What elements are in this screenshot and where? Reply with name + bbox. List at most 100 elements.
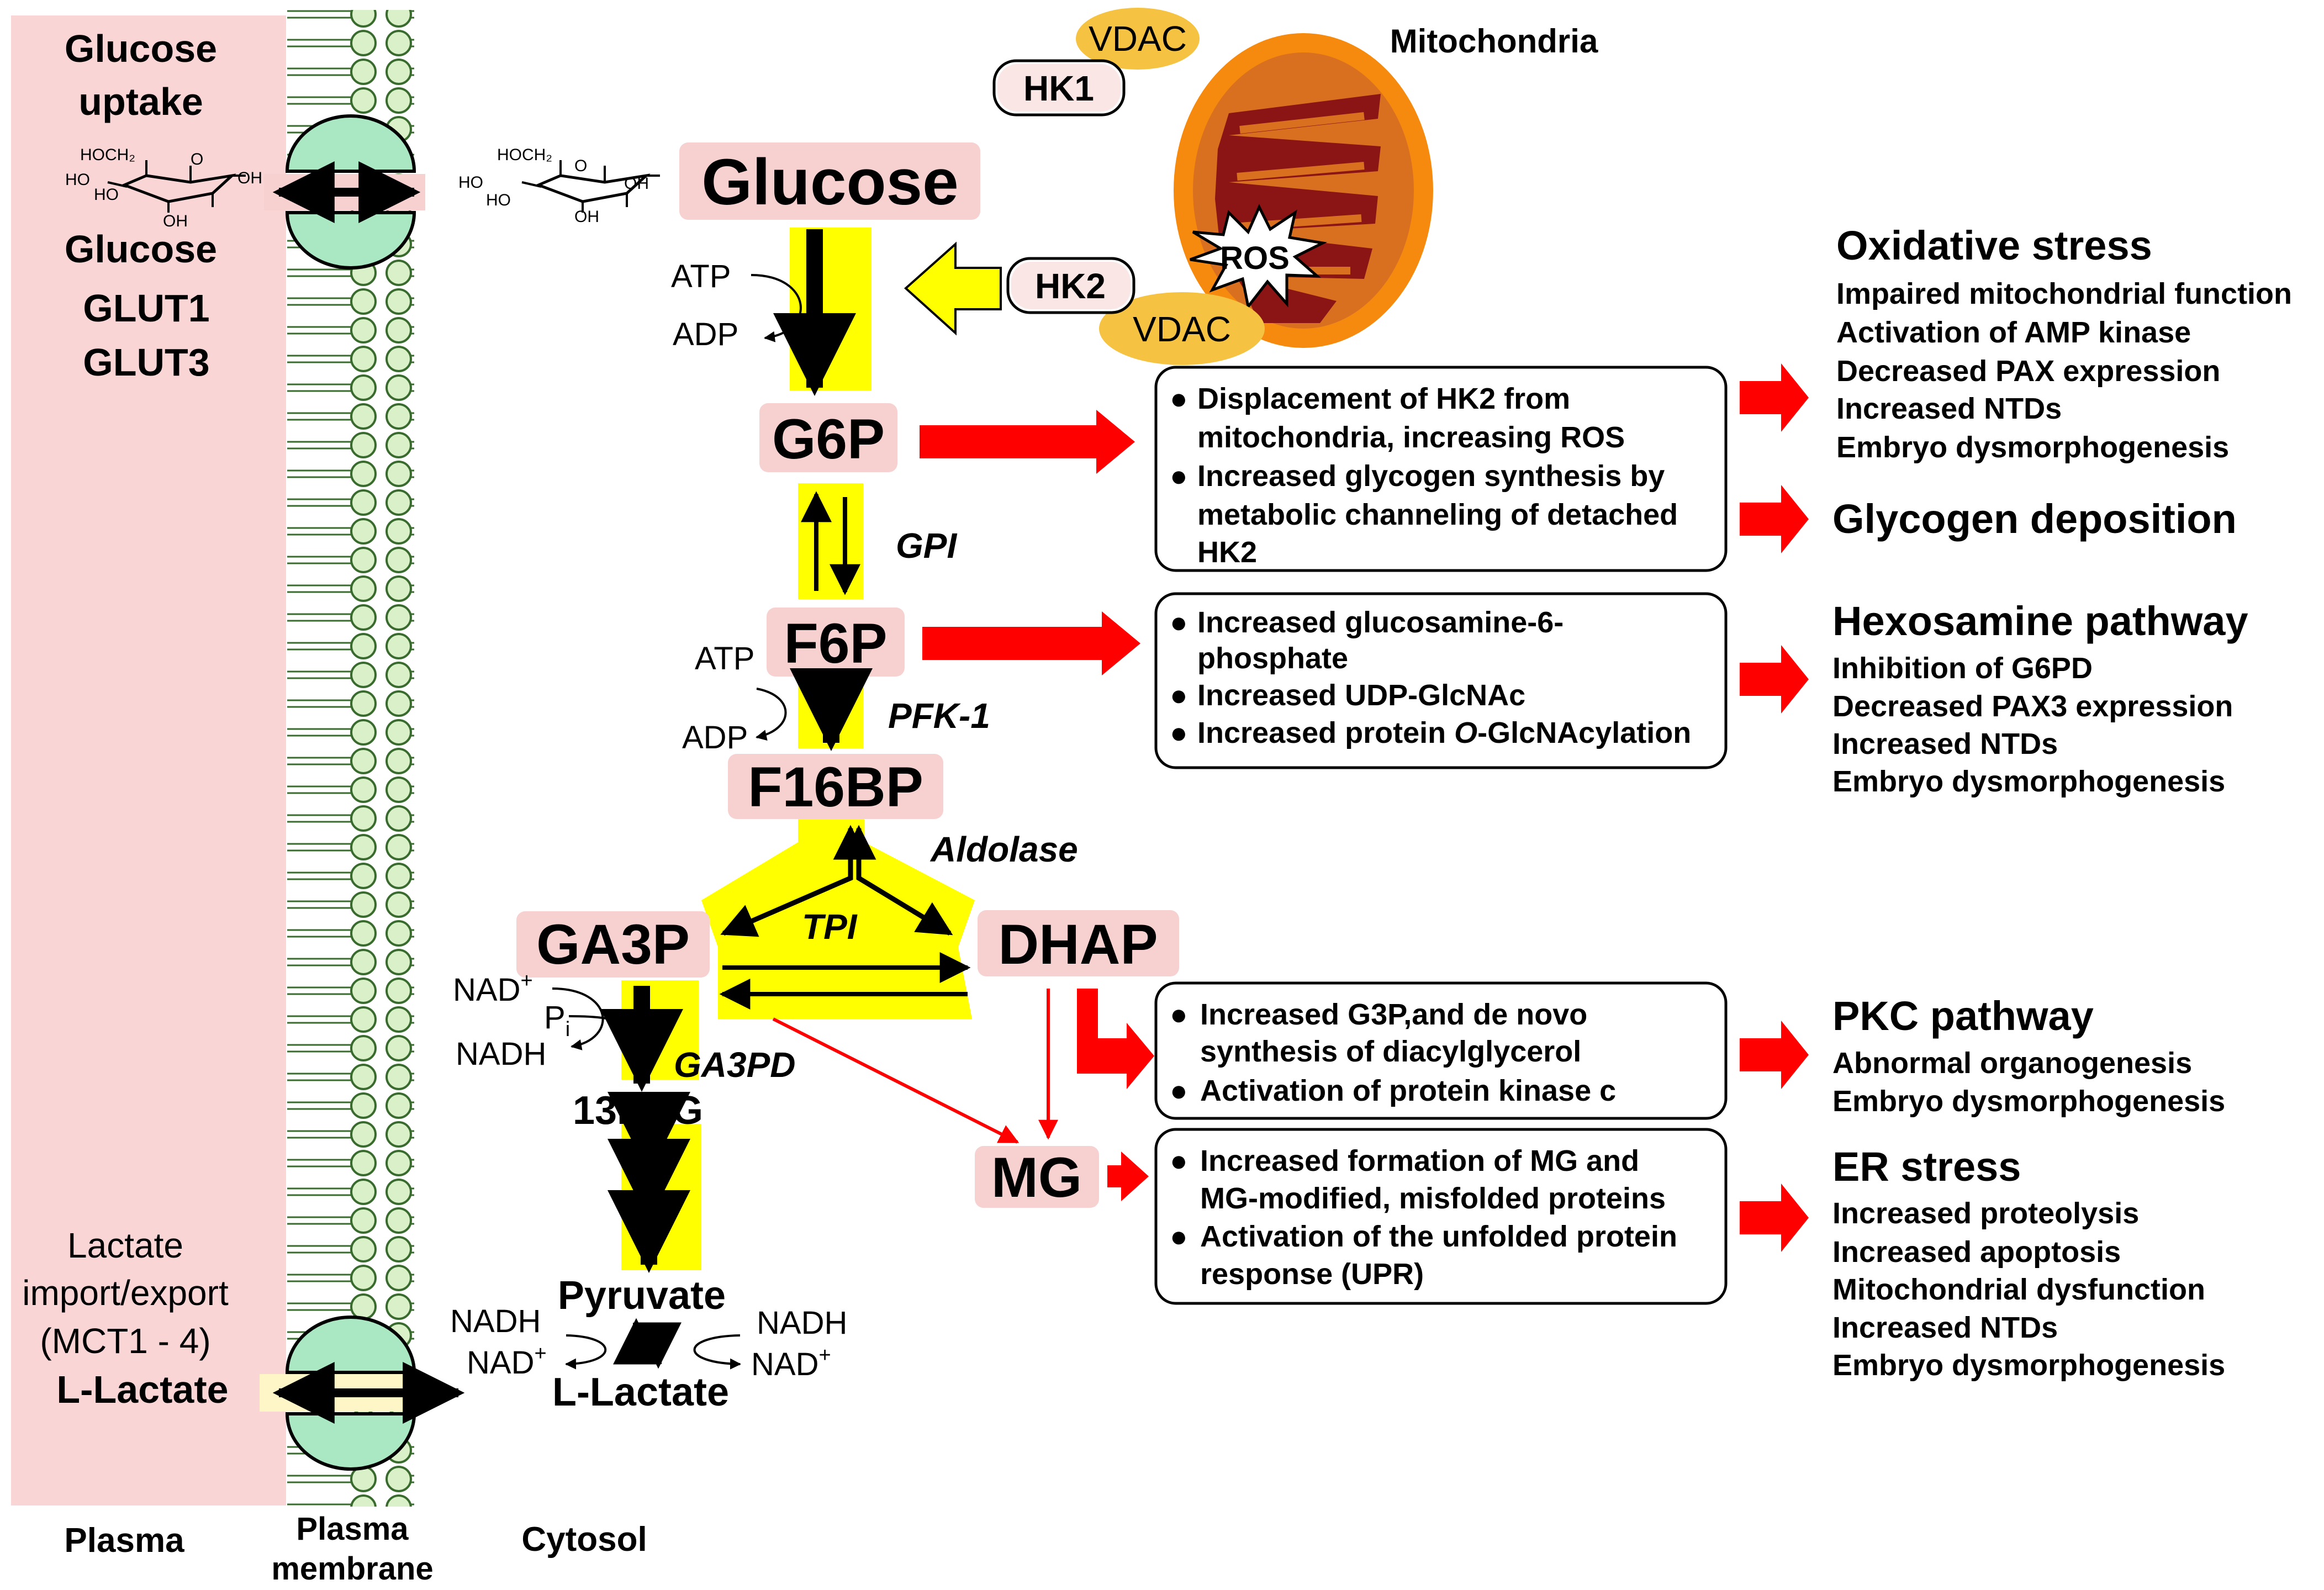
oh-label-1: OH: [163, 212, 188, 230]
l-lactate-left-label: L-Lactate: [56, 1368, 228, 1411]
glut1-label: GLUT1: [83, 287, 209, 330]
f6p-box-line3: Increased UDP-GlcNAc: [1197, 679, 1525, 712]
hk2-box-line2: mitochondria, increasing ROS: [1197, 421, 1625, 454]
outcome-er: ER stress Increased proteolysis Increase…: [1832, 1144, 2225, 1382]
cytosol-label: Cytosol: [521, 1520, 647, 1559]
vdac-bottom-label: VDAC: [1133, 309, 1231, 349]
bpg-label: 13BPG: [573, 1089, 703, 1133]
ho-label-1: HO: [458, 173, 483, 192]
box-bullet: ●: [1170, 1144, 1188, 1177]
vdac-top-label: VDAC: [1089, 19, 1187, 59]
er-item-4: Increased NTDs: [1832, 1311, 2058, 1344]
mg-mechanism-box: ● Increased formation of MG and MG-modif…: [1154, 1128, 1728, 1305]
dhap-box-line1: Increased G3P,and de novo: [1200, 998, 1587, 1031]
nadh-label-3: NADH: [757, 1305, 847, 1341]
f6p-mechanism-box: ● Increased glucosamine-6- phosphate ● I…: [1154, 592, 1728, 769]
f6p-box-line1: Increased glucosamine-6-: [1197, 606, 1564, 639]
ga3p-label: GA3P: [536, 913, 690, 976]
nadh-label-2: NADH: [450, 1303, 541, 1339]
lactate-label: L-Lactate: [552, 1370, 729, 1414]
hexosamine-title: Hexosamine pathway: [1832, 598, 2248, 644]
nad-label-3: NAD+: [751, 1344, 831, 1382]
ros-burst: ROS: [1190, 204, 1327, 310]
glucose-node: Glucose: [679, 142, 980, 220]
aldolase-label: Aldolase: [929, 830, 1078, 869]
dhap-label: DHAP: [998, 913, 1158, 976]
ring-o-label: O: [574, 157, 587, 175]
atp-label-1: ATP: [671, 258, 731, 294]
dhap-box-line2: synthesis of diacylglycerol: [1200, 1035, 1581, 1068]
glucose-structure-outside: HOCH₂ O HO HO OH OH: [65, 146, 262, 230]
f6p-box-line4: Increased protein O-GlcNAcylation: [1197, 716, 1691, 749]
red-arrow-dhap: [1077, 989, 1154, 1089]
mg-box-line2: MG-modified, misfolded proteins: [1200, 1182, 1666, 1215]
red-arrow-oxidative: [1740, 363, 1809, 432]
tpi-label: TPI: [802, 907, 858, 947]
glycogen-title: Glycogen deposition: [1832, 496, 2237, 542]
box-bullet: ●: [1170, 382, 1188, 415]
oxidative-item-1: Impaired mitochondrial function: [1836, 277, 2292, 310]
box-bullet: ●: [1170, 1074, 1188, 1107]
hexosamine-item-1: Inhibition of G6PD: [1832, 652, 2093, 685]
plasma-label: Plasma: [64, 1522, 184, 1560]
oxidative-title: Oxidative stress: [1836, 223, 2152, 268]
mg-node: MG: [975, 1146, 1099, 1209]
pkc-item-1: Abnormal organogenesis: [1832, 1047, 2192, 1080]
hk1-label: HK1: [1023, 68, 1094, 108]
hk2-label: HK2: [1035, 266, 1106, 306]
f6p-node: F6P: [767, 608, 905, 677]
ring-o-label: O: [191, 150, 203, 168]
nad-label-1: NAD+: [453, 969, 533, 1008]
cofactor-curves: [552, 274, 802, 1370]
glucose-transporter: [264, 114, 425, 270]
ros-label: ROS: [1220, 240, 1290, 276]
f16bp-node: F16BP: [728, 754, 943, 819]
lactate-transport-line2: import/export: [22, 1273, 229, 1313]
oh-label-2: OH: [237, 169, 262, 187]
f6p-label: F6P: [784, 612, 887, 675]
red-arrow-g6p: [920, 410, 1135, 474]
er-title: ER stress: [1832, 1144, 2021, 1190]
red-arrow-f6p: [922, 611, 1140, 675]
hk1-box: HK1: [992, 59, 1126, 117]
er-item-1: Increased proteolysis: [1832, 1197, 2139, 1230]
glucose-structure-inside: HOCH₂ O HO HO OH OH: [458, 146, 660, 226]
vdac-bottom: VDAC: [1099, 292, 1265, 365]
dhap-box-line3: Activation of protein kinase c: [1200, 1074, 1616, 1107]
vdac-top: VDAC: [1076, 8, 1200, 70]
nad-label-2: NAD+: [467, 1342, 547, 1381]
oxidative-item-5: Embryo dysmorphogenesis: [1836, 431, 2229, 464]
lactate-transport-line1: Lactate: [67, 1225, 183, 1265]
yellow-bg-gpi: [798, 483, 863, 599]
outcome-oxidative: Oxidative stress Impaired mitochondrial …: [1836, 223, 2292, 464]
gpi-label: GPI: [896, 526, 957, 566]
hoch2-label: HOCH₂: [80, 146, 135, 164]
er-item-5: Embryo dysmorphogenesis: [1832, 1349, 2225, 1382]
dhap-node: DHAP: [978, 910, 1179, 976]
glucose-transporter-label: Glucose: [65, 228, 217, 271]
red-arrow-pkc: [1740, 1021, 1809, 1089]
hexosamine-item-2: Decreased PAX3 expression: [1832, 690, 2233, 723]
hk2-box-line3: Increased glycogen synthesis by: [1197, 459, 1665, 493]
oxidative-item-3: Decreased PAX expression: [1836, 355, 2220, 388]
adp-label-1: ADP: [673, 316, 738, 352]
plasma-region: [11, 15, 286, 1506]
box-bullet: ●: [1170, 1220, 1188, 1253]
oh-label-2: OH: [624, 175, 649, 193]
yellow-bg-hk: [790, 228, 872, 390]
aldolase-arrows: [720, 825, 953, 937]
glucose-uptake-line1: Glucose: [65, 27, 217, 70]
hk2-mechanism-box: ● Displacement of HK2 from mitochondria,…: [1154, 366, 1728, 572]
lactate-transport-line3: (MCT1 - 4): [40, 1321, 210, 1361]
hk2-yellow-arrow: [904, 241, 1002, 336]
hk2-box-line5: HK2: [1197, 536, 1257, 569]
mg-box-line3: Activation of the unfolded protein: [1200, 1220, 1677, 1253]
membrane-label-line2: membrane: [271, 1551, 433, 1587]
ho-label-1: HO: [65, 171, 90, 189]
er-item-3: Mitochondrial dysfunction: [1832, 1273, 2205, 1306]
hk2-box-line4: metabolic channeling of detached: [1197, 498, 1678, 531]
er-item-2: Increased apoptosis: [1832, 1235, 2121, 1269]
ho-label-2: HO: [486, 191, 511, 209]
oh-label-1: OH: [574, 208, 599, 226]
